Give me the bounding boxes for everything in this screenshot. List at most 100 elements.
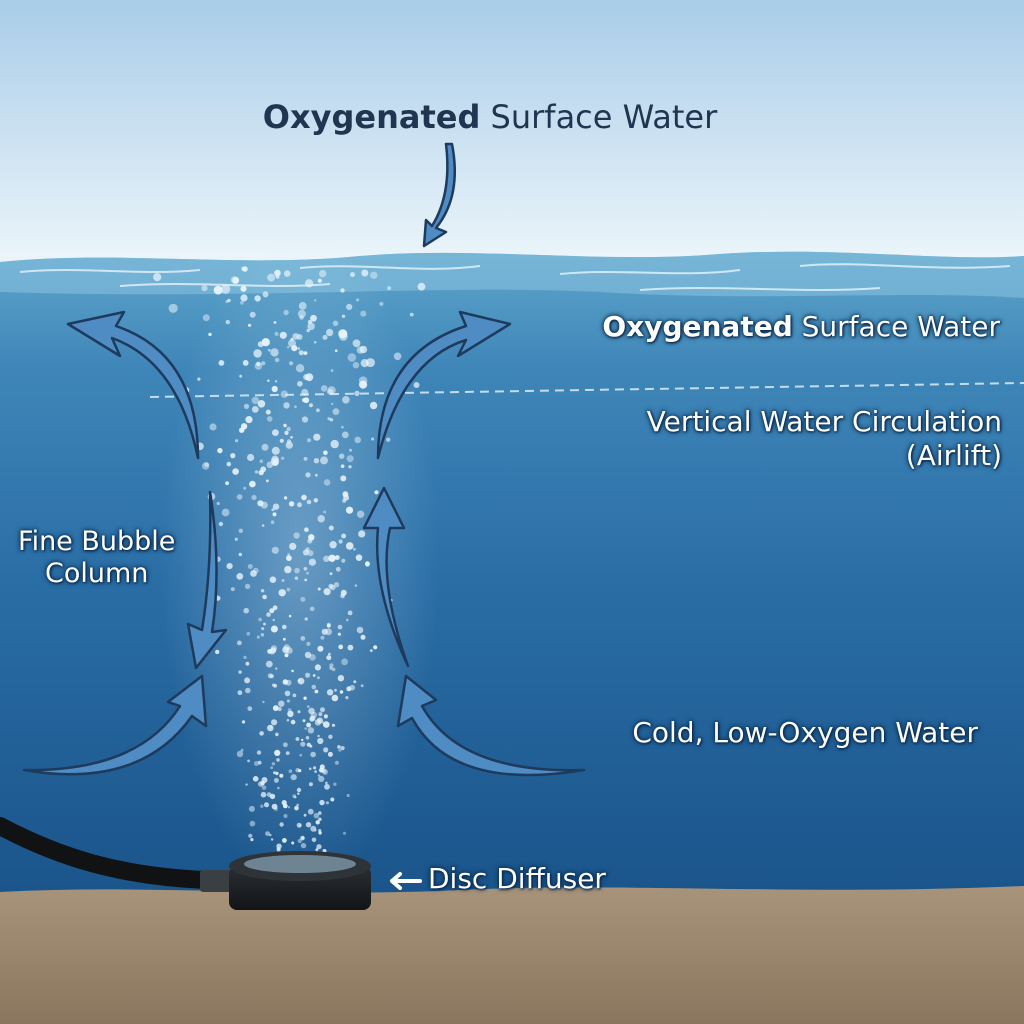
bubble	[247, 453, 255, 462]
bubble	[345, 542, 354, 550]
bubble	[264, 802, 269, 808]
bubble	[269, 649, 275, 655]
bubble	[279, 331, 287, 339]
bubble	[303, 813, 307, 817]
bubble	[303, 374, 310, 381]
bubble	[254, 295, 261, 302]
bubble	[271, 762, 276, 766]
bubble	[369, 401, 378, 410]
bubble	[326, 655, 332, 661]
bubble	[217, 447, 223, 454]
bubble	[248, 833, 253, 838]
bubble	[320, 456, 328, 465]
bubble	[290, 436, 293, 439]
bubble	[300, 842, 307, 849]
bubble	[281, 579, 285, 582]
bubble	[324, 783, 330, 790]
bubble	[307, 319, 312, 325]
bubble	[314, 299, 317, 302]
bubble	[279, 822, 284, 827]
bubble	[270, 766, 274, 769]
bubble	[303, 566, 308, 571]
bubble	[244, 677, 251, 684]
bubble	[283, 644, 291, 651]
bubble	[274, 357, 280, 363]
bubble	[269, 608, 275, 614]
bubble	[286, 555, 292, 561]
bubble	[313, 498, 318, 503]
bubble	[317, 515, 325, 523]
bubble	[315, 473, 318, 477]
bubble	[262, 700, 265, 704]
bubble	[274, 778, 279, 783]
bubble	[313, 766, 317, 770]
bubble	[296, 787, 302, 793]
bubble	[276, 843, 282, 849]
bubble	[272, 705, 279, 711]
bubble	[241, 720, 246, 724]
bubble	[360, 684, 364, 688]
bubble	[359, 345, 368, 354]
bubble	[257, 781, 264, 787]
bubble	[300, 835, 305, 841]
bubble	[252, 567, 259, 574]
bubble	[260, 804, 264, 808]
bubble-column	[153, 266, 426, 860]
bubble	[304, 527, 309, 532]
bubble	[213, 285, 223, 295]
bubble	[287, 806, 291, 809]
bubble	[247, 706, 253, 711]
bubble	[387, 286, 392, 291]
bubble	[297, 792, 300, 795]
bubble	[352, 547, 356, 551]
bubble	[300, 741, 306, 747]
bubble	[347, 353, 357, 362]
bubble	[341, 558, 346, 563]
bubble	[226, 461, 232, 467]
bubble	[260, 589, 265, 593]
bubble	[320, 385, 328, 392]
bubble	[243, 486, 247, 490]
bubble	[313, 812, 320, 819]
circulation-label: Vertical Water Circulation (Airlift)	[647, 405, 1002, 472]
bubble	[287, 710, 294, 718]
bubble	[215, 649, 220, 655]
bubble	[294, 576, 299, 580]
bubble	[365, 358, 375, 368]
bubble	[338, 539, 343, 544]
sky	[0, 0, 1024, 270]
bubble	[294, 805, 299, 811]
bubble	[339, 453, 345, 459]
bubble	[334, 760, 339, 765]
bubble	[302, 549, 309, 556]
bubble	[296, 334, 303, 340]
bubble	[294, 567, 300, 574]
bubble	[225, 319, 230, 325]
bubble	[370, 271, 378, 279]
bubble	[245, 687, 251, 694]
bubble	[261, 361, 266, 366]
bubble	[340, 589, 347, 596]
bubble	[346, 686, 352, 692]
bubble	[266, 416, 273, 422]
bubble	[308, 534, 315, 541]
bubble	[256, 635, 260, 639]
bubble	[273, 771, 276, 775]
bubble	[310, 314, 317, 322]
bubble	[237, 690, 243, 696]
arrow-upper-left	[66, 310, 200, 460]
bubble	[240, 300, 244, 305]
bubble	[284, 430, 289, 435]
bubble	[284, 690, 291, 697]
bubble	[331, 667, 336, 672]
bubble	[261, 524, 265, 527]
bubble	[253, 761, 259, 766]
bubble	[272, 429, 279, 436]
bubble	[301, 388, 309, 396]
bubble	[267, 724, 274, 732]
bubble	[220, 284, 231, 294]
bubble	[254, 470, 259, 474]
bubble	[242, 360, 249, 366]
bubble	[300, 636, 306, 641]
